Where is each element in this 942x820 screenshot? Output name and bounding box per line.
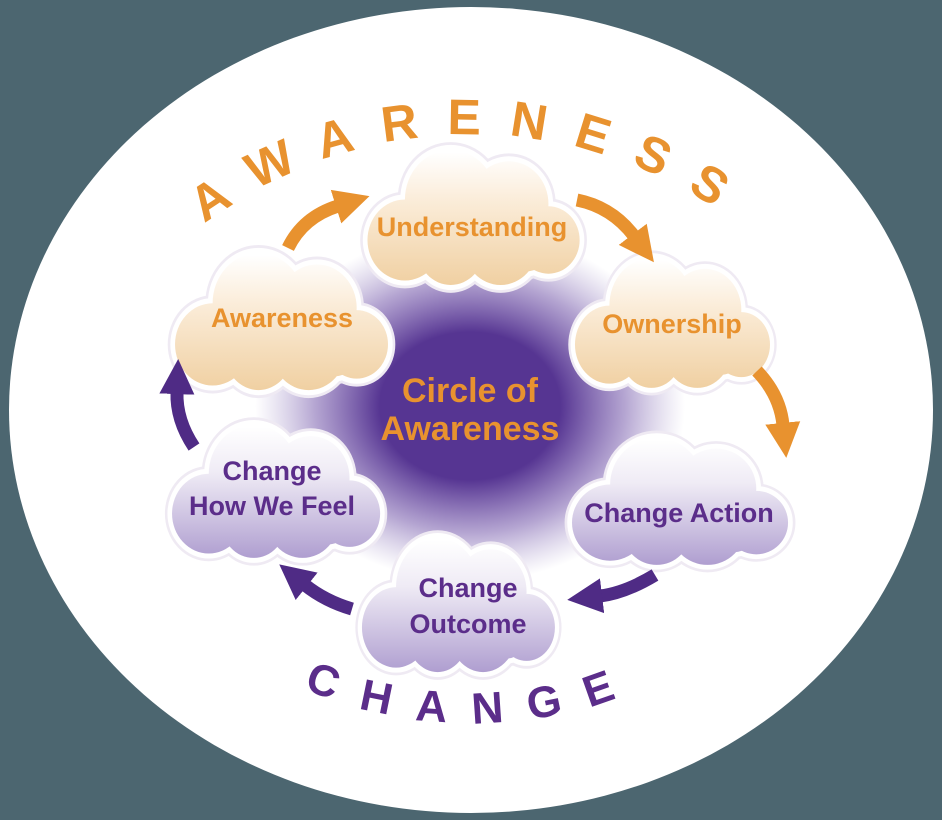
cloud-label-change-action: Change Action [584,498,774,528]
arrow-change-how-we-feel-to-awareness-icon [159,359,200,451]
center-title: Circle of Awareness [381,372,560,448]
cloud-label-change-how-we-feel-line1: Change [222,456,321,486]
cloud-label-awareness: Awareness [211,303,353,333]
cloud-label-change-outcome-line1: Change [418,573,517,603]
arrow-change-action-to-change-outcome-icon [567,569,659,614]
cloud-label-understanding: Understanding [377,212,568,242]
center-title-line1: Circle of [402,372,539,410]
cloud-label-change-how-we-feel-line2: How We Feel [189,491,355,521]
cloud-label-change-outcome-line2: Outcome [409,609,526,639]
arrow-awareness-to-understanding-icon [282,189,370,252]
cloud-label-change-outcome: Change Outcome [409,573,526,639]
arrow-ownership-to-change-action-icon [752,366,801,458]
cloud-label-ownership: Ownership [602,309,742,339]
arrow-change-outcome-to-change-how-we-feel-icon [279,564,354,616]
cloud-label-change-how-we-feel: Change How We Feel [189,456,355,521]
arrow-understanding-to-ownership-icon [575,193,654,263]
center-title-line2: Awareness [381,410,560,448]
